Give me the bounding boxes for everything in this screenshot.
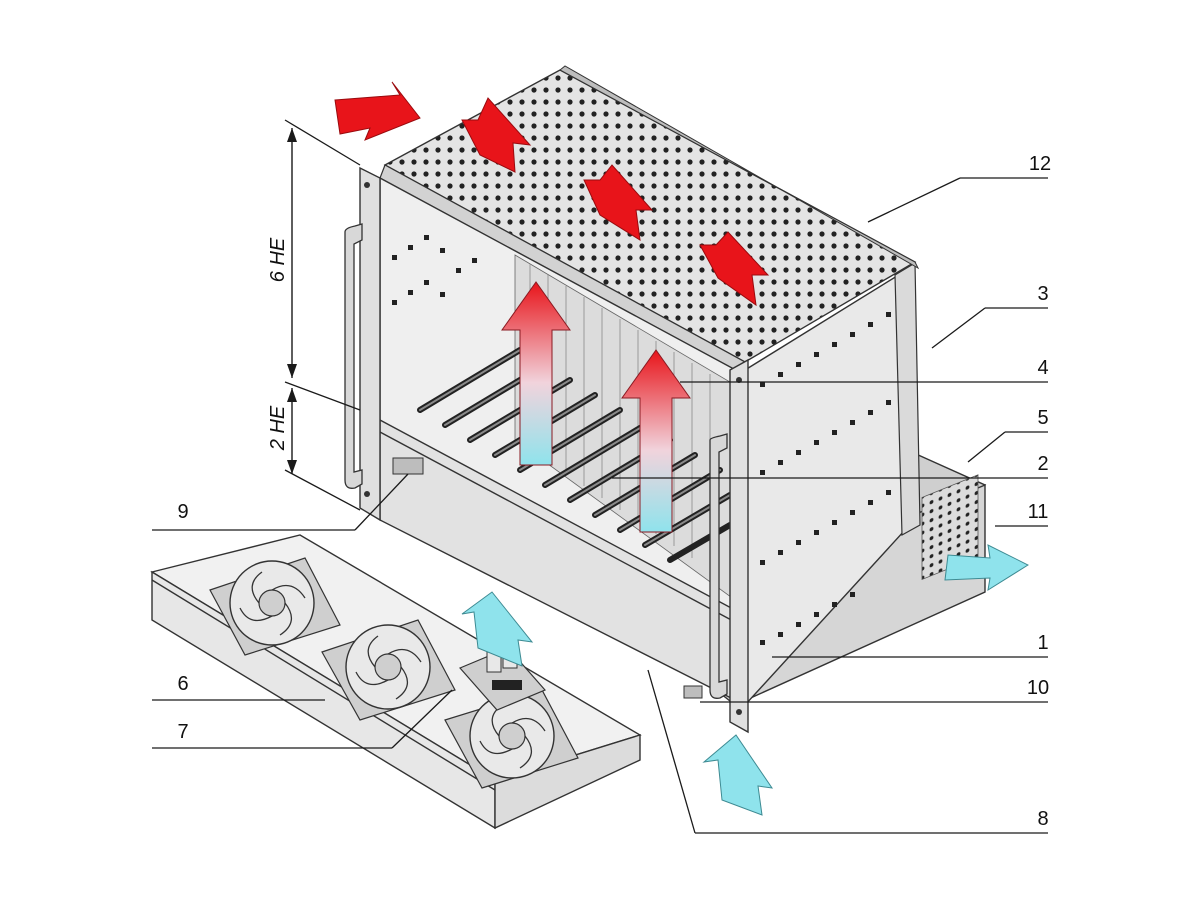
cool-air-arrow-bottom: [702, 734, 774, 816]
side-panel-holes: [760, 312, 891, 645]
tray-label-plate: [392, 457, 424, 475]
callout-3: 3: [1037, 283, 1048, 305]
callout-8: 8: [1037, 808, 1048, 830]
cool-air-arrow-tray: [461, 591, 534, 667]
rising-air-arrows: [501, 281, 691, 533]
callout-4: 4: [1037, 357, 1048, 379]
hot-air-arrows: [334, 81, 770, 307]
callout-2: 2: [1037, 453, 1048, 475]
callout-1: 1: [1037, 632, 1048, 654]
rising-air-arrow-2: [621, 349, 691, 533]
callouts: 12 3 4 5 2 11 1 10 8 9 6 7: [177, 153, 1051, 830]
dimension-2he: 2 HE: [267, 405, 289, 451]
callout-5: 5: [1037, 407, 1048, 429]
callout-10: 10: [1027, 677, 1049, 699]
hot-air-arrow-top-3: [699, 231, 770, 307]
inner-side-holes: [392, 235, 477, 305]
hot-air-arrow-rear: [334, 81, 421, 141]
callout-11: 11: [1028, 501, 1049, 523]
right-side-panel: [744, 261, 921, 707]
callout-9: 9: [177, 501, 188, 523]
front-flange-right: [729, 358, 749, 734]
fan-2: [321, 619, 456, 721]
tray-connector: [683, 685, 703, 699]
dimension-6he: 6 HE: [267, 237, 289, 282]
handle-left: [344, 223, 363, 489]
callout-6: 6: [177, 673, 188, 695]
cool-air-arrow-side: [944, 544, 1030, 592]
fan-1: [209, 557, 341, 656]
height-dimensions: 6 HE 2 HE: [267, 119, 361, 511]
rising-air-arrow-1: [501, 281, 571, 466]
front-flange-left: [359, 166, 381, 522]
hot-air-arrow-top-2: [583, 164, 654, 241]
handle-right: [709, 433, 728, 699]
fan-3: [444, 689, 579, 789]
callout-12: 12: [1029, 153, 1051, 175]
cool-air-arrows: [461, 544, 1030, 816]
hot-air-arrow-top-1: [461, 97, 532, 173]
leader-lines: [152, 177, 1048, 834]
callout-7: 7: [177, 721, 188, 743]
